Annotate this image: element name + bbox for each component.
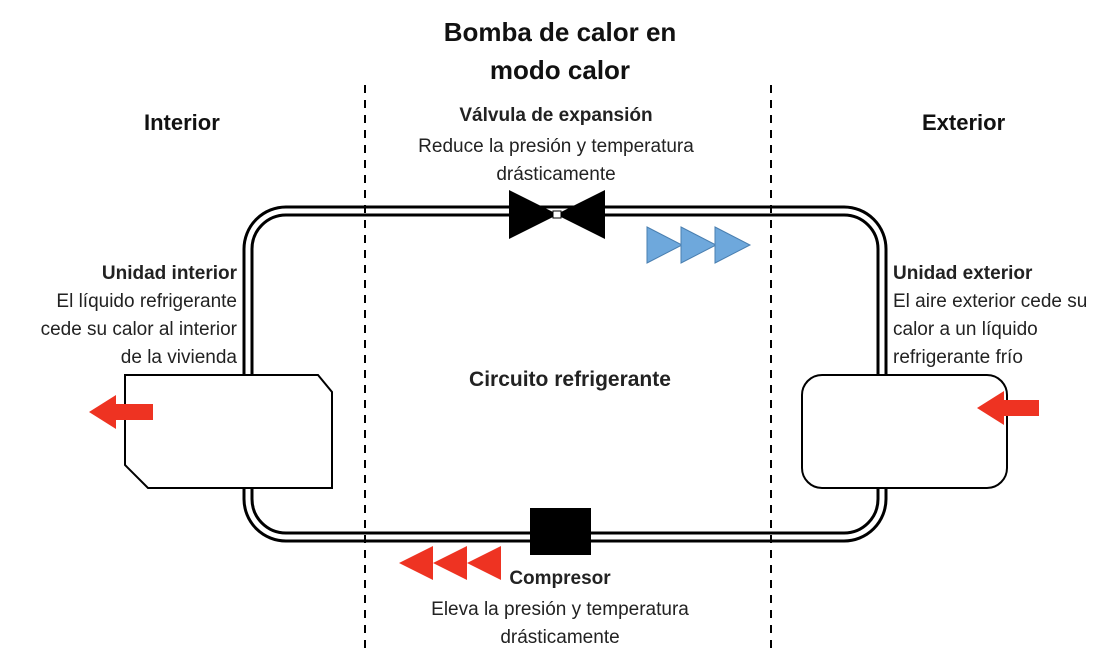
indoor-unit-box	[124, 374, 333, 489]
cold-flow-arrows	[646, 226, 752, 264]
expansion-valve-icon	[509, 190, 605, 239]
cold-flow-arrow-1	[646, 226, 684, 264]
valve-label: Válvula de expansión Reduce la presión y…	[386, 102, 726, 189]
indoor-unit-desc-line-1: El líquido refrigerante	[56, 291, 237, 312]
indoor-unit-desc-line-3: de la vivienda	[120, 347, 237, 368]
hot-flow-arrow-1	[399, 546, 433, 580]
valve-desc-line-1: Reduce la presión y temperatura	[418, 136, 694, 157]
outdoor-unit-desc-line-2: calor a un líquido	[893, 319, 1038, 340]
valve-title: Válvula de expansión	[459, 105, 653, 126]
zone-interior-heading: Interior	[144, 110, 220, 135]
compressor-desc-line-1: Eleva la presión y temperatura	[431, 599, 689, 620]
outdoor-unit-desc-line-1: El aire exterior cede su	[893, 291, 1088, 312]
outdoor-unit-title: Unidad exterior	[893, 263, 1033, 284]
hot-flow-arrow-2	[433, 546, 467, 580]
compressor-icon	[530, 508, 591, 555]
indoor-unit-label: Unidad interior El líquido refrigerante …	[0, 260, 237, 372]
outdoor-unit-desc-line-3: refrigerante frío	[893, 347, 1023, 368]
indoor-unit-desc-line-2: cede su calor al interior	[40, 319, 237, 340]
compressor-desc-line-2: drásticamente	[500, 627, 620, 648]
outdoor-unit-box	[801, 374, 1008, 489]
hot-flow-arrows	[399, 546, 501, 580]
circuit-label: Circuito refrigerante	[469, 368, 671, 391]
zone-exterior-heading: Exterior	[922, 110, 1006, 135]
diagram-title: Bomba de calor en modo calor	[400, 13, 720, 89]
cold-flow-arrow-3	[714, 226, 752, 264]
outdoor-unit-label: Unidad exterior El aire exterior cede su…	[893, 260, 1115, 372]
title-line-2: modo calor	[489, 55, 631, 85]
indoor-heat-arrow-icon	[89, 395, 153, 429]
indoor-unit-title: Unidad interior	[101, 263, 237, 284]
title-line-1: Bomba de calor en	[443, 17, 677, 47]
outdoor-heat-arrow-icon	[977, 391, 1039, 425]
cold-flow-arrow-2	[680, 226, 718, 264]
valve-desc-line-2: drásticamente	[496, 164, 616, 185]
hot-flow-arrow-3	[467, 546, 501, 580]
compressor-label: Compresor Eleva la presión y temperatura…	[390, 565, 730, 652]
compressor-title: Compresor	[509, 568, 611, 589]
